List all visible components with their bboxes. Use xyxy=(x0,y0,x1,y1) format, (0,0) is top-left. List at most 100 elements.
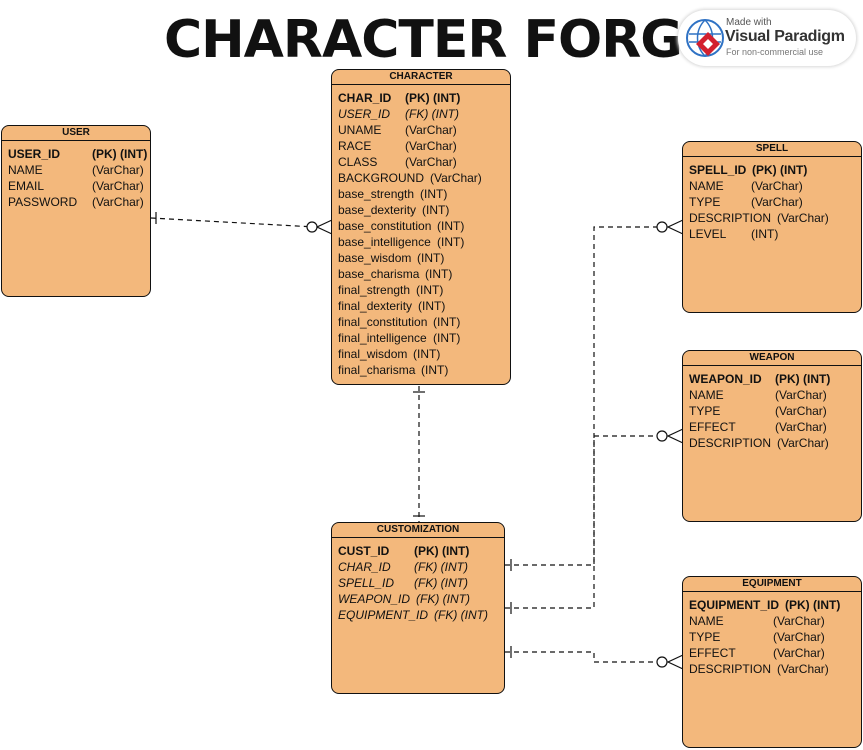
attribute-row: EMAIL (VarChar) xyxy=(8,178,150,194)
attribute-name: final_strength xyxy=(338,283,411,297)
attribute-row: UNAME(VarChar) xyxy=(338,122,510,138)
entity-equipment-header: EQUIPMENT xyxy=(683,577,861,592)
attribute-row: final_dexterity (INT) xyxy=(338,298,510,314)
attribute-name: TYPE xyxy=(689,195,721,209)
attribute-name: base_strength xyxy=(338,187,415,201)
entity-equipment[interactable]: EQUIPMENT EQUIPMENT_ID(PK) (INT)NAME(Var… xyxy=(682,576,862,748)
attribute-name: base_wisdom xyxy=(338,251,412,265)
entity-user-header: USER xyxy=(2,126,150,141)
attribute-type: (INT) xyxy=(437,235,465,249)
badge-brand: Visual Paradigm xyxy=(725,28,845,45)
visual-paradigm-badge[interactable]: Made with Visual Paradigm For non-commer… xyxy=(678,10,856,66)
attribute-name: PASSWORD xyxy=(8,195,78,209)
attribute-name: SPELL_ID xyxy=(338,576,395,590)
attribute-name: base_constitution xyxy=(338,219,432,233)
visual-paradigm-logo-icon xyxy=(686,19,724,57)
attribute-row: SPELL_ID(PK) (INT) xyxy=(689,162,861,178)
attribute-type: (INT) xyxy=(421,363,449,377)
attribute-type: (VarChar) xyxy=(430,171,482,185)
attribute-row: WEAPON_ID(FK) (INT) xyxy=(338,591,504,607)
entity-weapon-header: WEAPON xyxy=(683,351,861,366)
attribute-row: final_strength(INT) xyxy=(338,282,510,298)
attribute-type: (PK) (INT) xyxy=(752,163,808,177)
attribute-name: USER_ID xyxy=(8,147,61,161)
rel-user-character[interactable] xyxy=(150,212,333,235)
attribute-row: CUST_ID(PK) (INT) xyxy=(338,543,504,559)
attribute-type: (INT) xyxy=(422,203,450,217)
attribute-type: (VarChar) xyxy=(405,123,457,137)
attribute-type: (PK) (INT) xyxy=(405,91,461,105)
attribute-name: WEAPON_ID xyxy=(338,592,411,606)
attribute-type: (VarChar) xyxy=(92,195,144,209)
entity-customization-attributes: CUST_ID(PK) (INT)CHAR_ID(FK) (INT)SPELL_… xyxy=(332,538,504,623)
entity-customization[interactable]: CUSTOMIZATION CUST_ID(PK) (INT)CHAR_ID (F… xyxy=(331,522,505,694)
attribute-type: (VarChar) xyxy=(92,179,144,193)
attribute-type: (VarChar) xyxy=(773,630,825,644)
attribute-row: USER_ID(PK) (INT) xyxy=(8,146,150,162)
rel-customization-spell[interactable] xyxy=(505,219,684,571)
attribute-type: (PK) (INT) xyxy=(414,544,470,558)
entity-spell-attributes: SPELL_ID(PK) (INT)NAME(VarChar)TYPE(VarC… xyxy=(683,157,861,242)
attribute-type: (PK) (INT) xyxy=(775,372,831,386)
attribute-row: final_wisdom(INT) xyxy=(338,346,510,362)
entity-spell-header: SPELL xyxy=(683,142,861,157)
attribute-name: CHAR_ID xyxy=(338,91,392,105)
badge-note: For non-commercial use xyxy=(726,47,824,57)
attribute-name: DESCRIPTION xyxy=(689,436,772,450)
attribute-row: base_strength (INT) xyxy=(338,186,510,202)
attribute-row: NAME(VarChar) xyxy=(689,178,861,194)
attribute-type: (INT) xyxy=(433,315,461,329)
entity-character-header: CHARACTER xyxy=(332,70,510,85)
attribute-row: BACKGROUND (VarChar) xyxy=(338,170,510,186)
attribute-name: final_constitution xyxy=(338,315,428,329)
attribute-name: CLASS xyxy=(338,155,378,169)
attribute-row: EQUIPMENT_ID (FK) (INT) xyxy=(338,607,504,623)
attribute-type: (INT) xyxy=(418,299,446,313)
rel-character-customization[interactable] xyxy=(413,386,425,522)
attribute-name: CHAR_ID xyxy=(338,560,391,574)
attribute-name: DESCRIPTION xyxy=(689,662,772,676)
attribute-name: USER_ID xyxy=(338,107,391,121)
attribute-type: (VarChar) xyxy=(777,662,829,676)
attribute-type: (INT) xyxy=(751,227,779,241)
attribute-name: EMAIL xyxy=(8,179,45,193)
attribute-type: (VarChar) xyxy=(405,139,457,153)
attribute-type: (INT) xyxy=(437,219,465,233)
attribute-type: (INT) xyxy=(420,187,448,201)
entity-customization-header: CUSTOMIZATION xyxy=(332,523,504,538)
attribute-name: BACKGROUND xyxy=(338,171,425,185)
attribute-row: CHAR_ID (FK) (INT) xyxy=(338,559,504,575)
attribute-row: EFFECT (VarChar) xyxy=(689,419,861,435)
attribute-row: SPELL_ID(FK) (INT) xyxy=(338,575,504,591)
attribute-name: final_charisma xyxy=(338,363,416,377)
attribute-row: PASSWORD (VarChar) xyxy=(8,194,150,210)
attribute-type: (FK) (INT) xyxy=(414,560,468,574)
attribute-name: EQUIPMENT_ID xyxy=(338,608,429,622)
attribute-name: base_dexterity xyxy=(338,203,417,217)
attribute-row: TYPE(VarChar) xyxy=(689,403,861,419)
attribute-row: NAME(VarChar) xyxy=(689,387,861,403)
entity-spell[interactable]: SPELL SPELL_ID(PK) (INT)NAME(VarChar)TYP… xyxy=(682,141,862,313)
attribute-type: (INT) xyxy=(417,251,445,265)
attribute-name: EQUIPMENT_ID xyxy=(689,598,780,612)
attribute-row: CHAR_ID (PK) (INT) xyxy=(338,90,510,106)
attribute-name: NAME xyxy=(689,179,724,193)
rel-customization-equipment[interactable] xyxy=(505,646,684,670)
entity-weapon[interactable]: WEAPON WEAPON_ID(PK) (INT)NAME(VarChar)T… xyxy=(682,350,862,522)
rel-customization-weapon[interactable] xyxy=(505,428,684,614)
attribute-type: (FK) (INT) xyxy=(434,608,488,622)
attribute-type: (VarChar) xyxy=(92,163,144,177)
attribute-name: EFFECT xyxy=(689,420,736,434)
entity-user[interactable]: USER USER_ID(PK) (INT)NAME(VarChar)EMAIL… xyxy=(1,125,151,297)
attribute-type: (VarChar) xyxy=(775,420,827,434)
entity-character[interactable]: CHARACTER CHAR_ID(PK) (INT)USER_ID(FK) (… xyxy=(331,69,511,385)
attribute-type: (VarChar) xyxy=(775,404,827,418)
attribute-type: (INT) xyxy=(433,331,461,345)
attribute-name: NAME xyxy=(689,388,724,402)
attribute-row: LEVEL(INT) xyxy=(689,226,861,242)
attribute-row: CLASS(VarChar) xyxy=(338,154,510,170)
badge-made-with: Made with xyxy=(726,17,772,28)
attribute-row: base_charisma(INT) xyxy=(338,266,510,282)
attribute-name: final_dexterity xyxy=(338,299,413,313)
attribute-type: (VarChar) xyxy=(773,646,825,660)
